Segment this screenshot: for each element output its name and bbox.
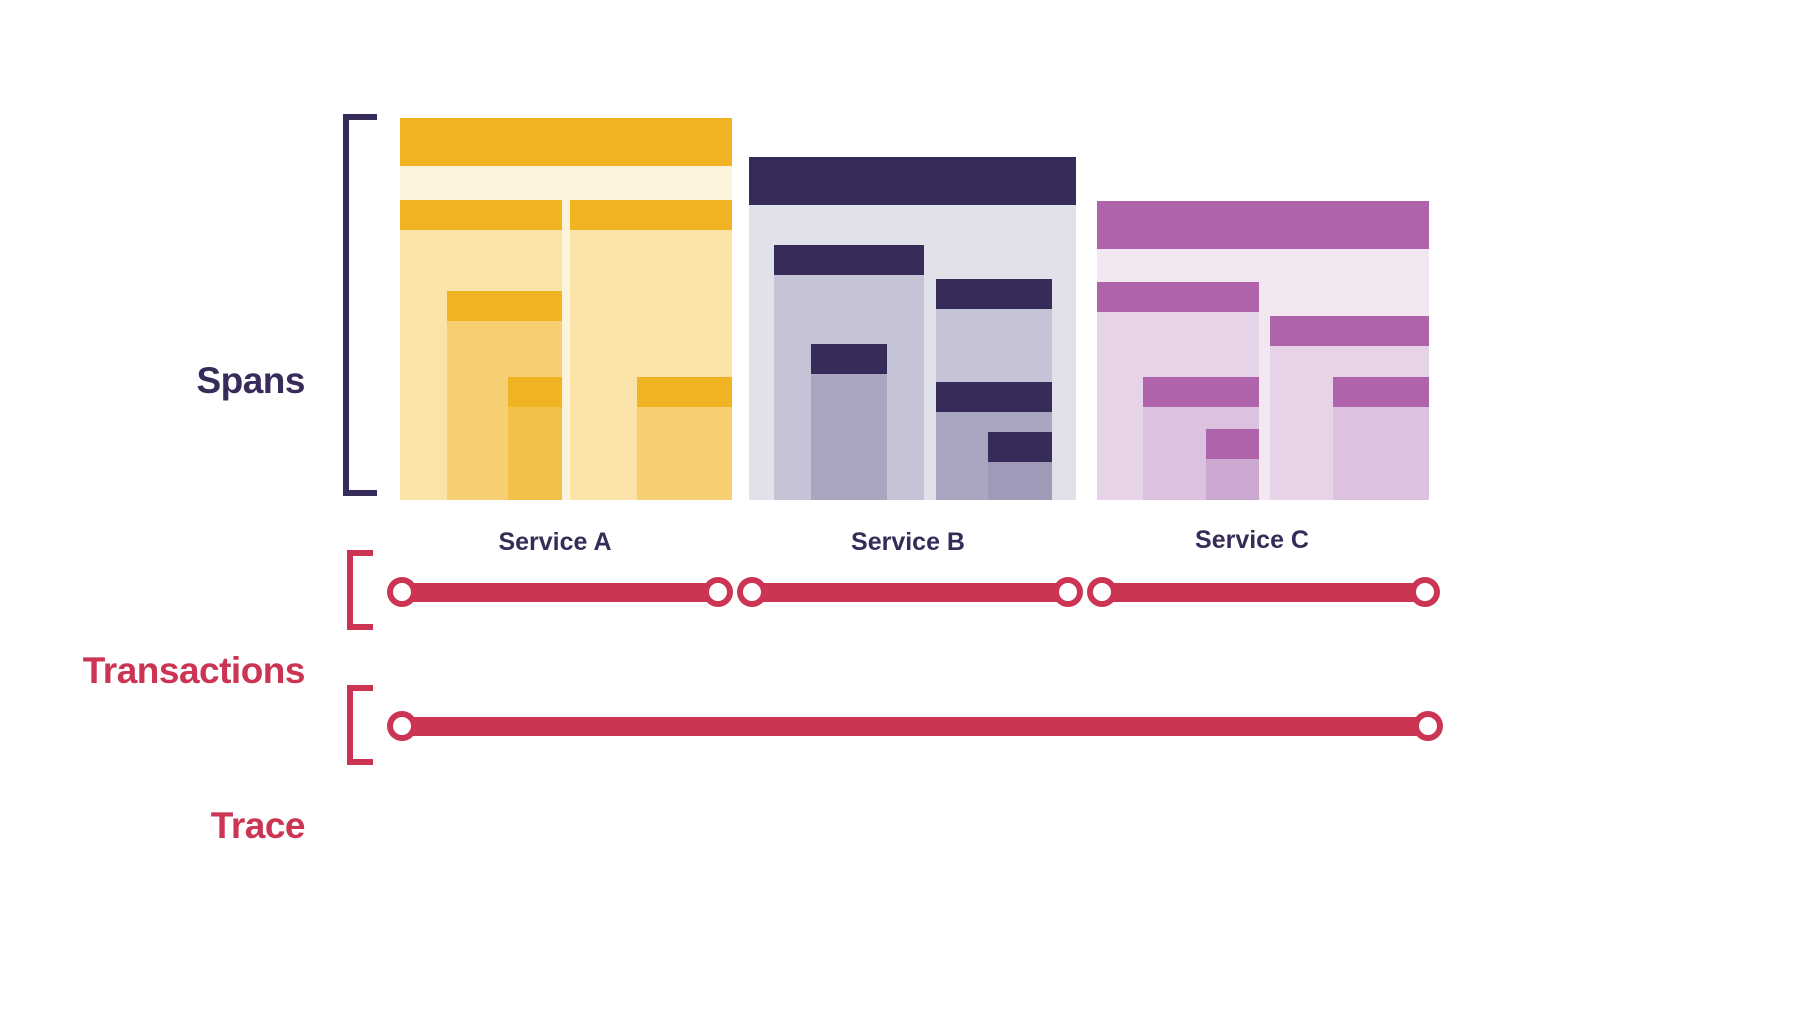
- service-caption-service-b: Service B: [851, 528, 965, 556]
- span-b-1-2-1-1[interactable]: [988, 432, 1052, 500]
- row-label-spans: Spans: [196, 360, 305, 401]
- span-c-1-1-1-header: [1143, 377, 1259, 407]
- transaction-a-start-dot[interactable]: [387, 577, 417, 607]
- bracket-spans: [343, 114, 377, 496]
- transaction-a-bar[interactable]: [398, 583, 718, 602]
- transaction-c-bar[interactable]: [1101, 583, 1425, 602]
- spans-area: [400, 118, 1429, 500]
- trace-line-bar[interactable]: [398, 717, 1430, 736]
- transaction-c-end-dot[interactable]: [1410, 577, 1440, 607]
- span-b-1-1-header: [774, 245, 924, 275]
- span-a-1-1-header: [400, 200, 562, 230]
- trace-start-dot[interactable]: [387, 711, 417, 741]
- bracket-trace: [347, 685, 373, 765]
- transaction-b-start-dot[interactable]: [737, 577, 767, 607]
- span-a-1-1-1-1-header: [508, 377, 562, 407]
- span-a-1-2-header: [570, 200, 732, 230]
- span-c-1-1-1-1[interactable]: [1206, 429, 1259, 500]
- span-a-1-2-1-header: [637, 377, 732, 407]
- span-c-1-1-1-1-header: [1206, 429, 1259, 459]
- row-label-transactions: Transactions: [82, 650, 306, 691]
- span-a-1-1-1-header: [447, 291, 562, 321]
- span-c-1-2-header: [1270, 316, 1429, 346]
- service-caption-service-c: Service C: [1195, 526, 1309, 554]
- transaction-b-end-dot[interactable]: [1053, 577, 1083, 607]
- span-b-1-1-1-header: [811, 344, 887, 374]
- span-c-1-2-1-header: [1333, 377, 1429, 407]
- span-a-1-2-1[interactable]: [637, 377, 732, 500]
- span-b-1-1-1[interactable]: [811, 344, 887, 500]
- span-a-root[interactable]: [400, 118, 732, 166]
- trace-end-dot[interactable]: [1413, 711, 1443, 741]
- span-c-1-2-1[interactable]: [1333, 377, 1429, 500]
- row-label-trace: Trace: [210, 805, 306, 846]
- span-a-1-1-1-1[interactable]: [508, 377, 562, 500]
- service-caption-service-a: Service A: [498, 528, 612, 556]
- span-c-1-1-header: [1097, 282, 1259, 312]
- span-b-root[interactable]: [749, 157, 1076, 205]
- span-b-1-2-1-header: [936, 382, 1052, 412]
- transaction-a-end-dot[interactable]: [703, 577, 733, 607]
- transaction-c-start-dot[interactable]: [1087, 577, 1117, 607]
- span-b-1-2-1-1-header: [988, 432, 1052, 462]
- transaction-b-bar[interactable]: [750, 583, 1070, 602]
- span-b-1-2-header: [936, 279, 1052, 309]
- bracket-transactions: [347, 550, 373, 630]
- span-c-root[interactable]: [1097, 201, 1429, 249]
